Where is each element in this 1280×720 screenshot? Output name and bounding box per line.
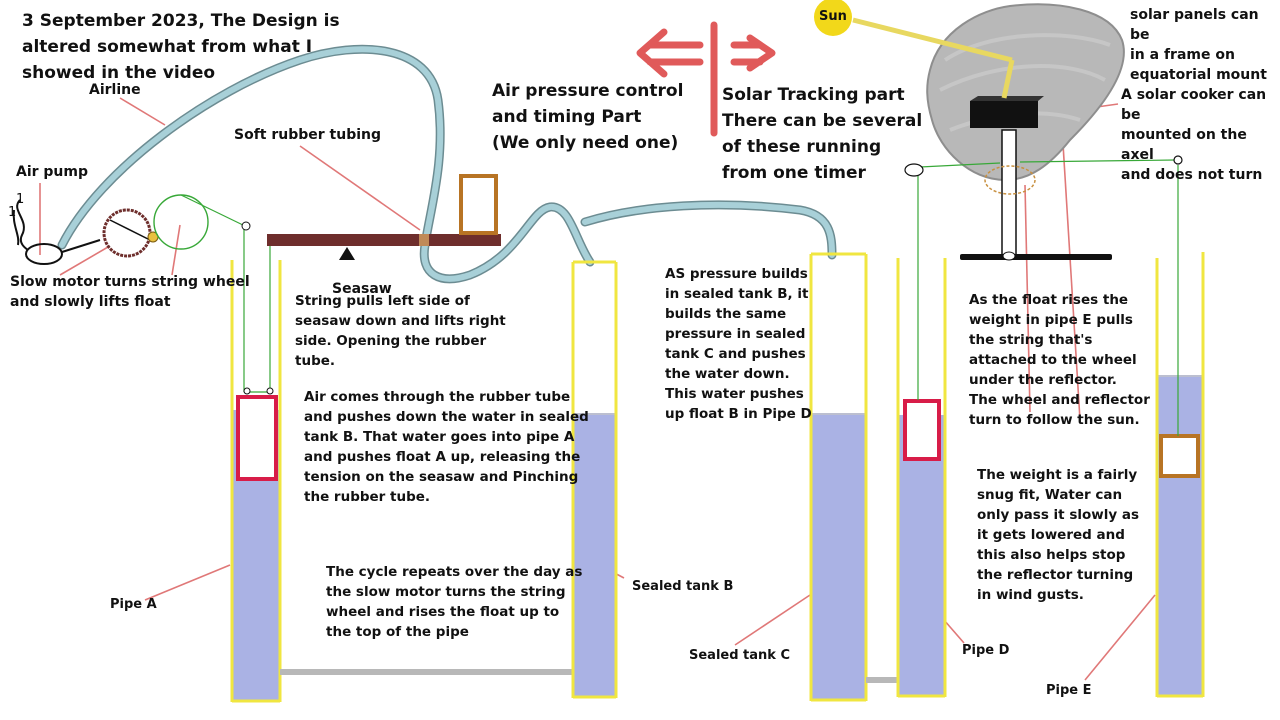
- sun-ray: [852, 17, 1013, 63]
- note-float-rises: As the float rises the weight in pipe E …: [969, 292, 1150, 428]
- title-air-pressure-control: Air pressure control and timing Part (We…: [492, 81, 684, 153]
- note-air-comes: Air comes through the rubber tube and pu…: [304, 389, 589, 505]
- pipe-d: [896, 258, 947, 698]
- label-pipe-d: Pipe D: [962, 643, 1010, 658]
- label-airline: Airline: [89, 82, 141, 98]
- title-solar-tracking: Solar Tracking part There can be several…: [722, 85, 923, 183]
- note-string-pulls: String pulls left side of seasaw down an…: [295, 293, 506, 369]
- note-cycle: The cycle repeats over the day as the sl…: [326, 564, 583, 640]
- label-soft-rubber-tubing: Soft rubber tubing: [234, 127, 382, 143]
- label-solar-panels: solar panels can be in a frame on equato…: [1130, 7, 1267, 83]
- label-sealed-tank-b: Sealed tank B: [632, 579, 734, 594]
- direction-arrows: [636, 21, 776, 137]
- label-pipe-e: Pipe E: [1046, 683, 1092, 698]
- label-seasaw: Seasaw: [332, 281, 392, 297]
- float-a: [236, 395, 278, 481]
- svg-text:1: 1: [16, 192, 24, 207]
- float-b: [903, 399, 941, 461]
- string-wheel: [153, 194, 209, 250]
- label-sun: Sun: [819, 9, 847, 24]
- sealed-tank-c: [809, 252, 868, 702]
- svg-text:1: 1: [8, 205, 16, 220]
- seesaw-pivot: [339, 247, 355, 260]
- weight-e: [1159, 434, 1200, 478]
- label-pipe-a: Pipe A: [110, 597, 157, 612]
- label-slow-motor: Slow motor turns string wheel and slowly…: [10, 274, 250, 310]
- mount-base: [960, 254, 1112, 260]
- sealed-tank-b: [571, 260, 618, 699]
- sun-icon: [814, 0, 852, 36]
- reflector: [926, 3, 1125, 182]
- string-tracking: [917, 159, 1179, 436]
- slow-motor: [102, 208, 152, 258]
- airline-tube: [57, 44, 837, 284]
- label-sealed-tank-c: Sealed tank C: [689, 648, 791, 663]
- header-note: 3 September 2023, The Design is altered …: [22, 11, 340, 83]
- label-air-pump: Air pump: [16, 164, 89, 180]
- pipe-e: [1155, 252, 1205, 698]
- note-weight: The weight is a fairly snug fit, Water c…: [977, 467, 1140, 603]
- pipe-a: [230, 260, 282, 703]
- seesaw-beam: [267, 234, 501, 246]
- note-pressure: AS pressure builds in sealed tank B, it …: [665, 266, 812, 422]
- seesaw-weight: [459, 174, 498, 235]
- label-solar-cooker: A solar cooker can be mounted on the axe…: [1121, 87, 1267, 183]
- air-pump: [12, 199, 101, 265]
- tracking-wheel: [984, 165, 1036, 195]
- solar-cooker: [970, 101, 1038, 128]
